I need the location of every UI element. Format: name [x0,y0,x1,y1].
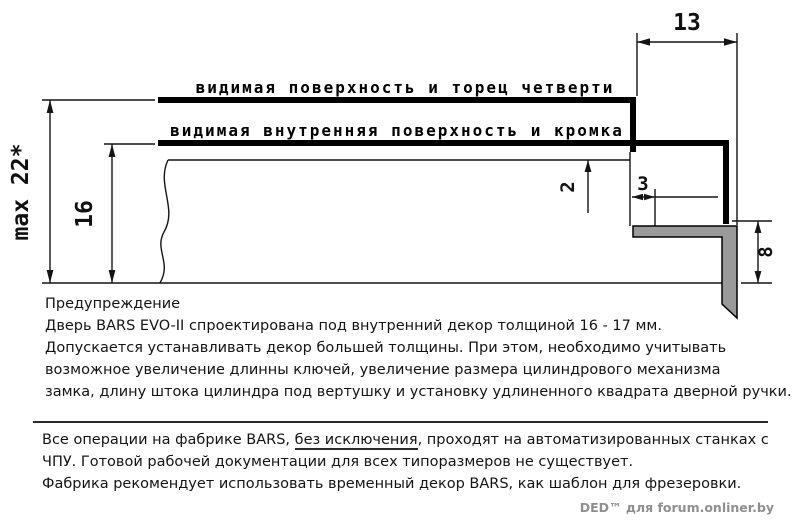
watermark-credit: DED™ для forum.onliner.by [579,500,774,515]
top-surface-line [158,97,636,152]
dim-13-group: 13 [636,10,738,225]
factory-note-underlined-phrase: без исключения [294,432,418,450]
dim-8-group: 8 [732,220,777,284]
dim-3-label: 3 [637,173,648,195]
dim-8-label: 8 [755,246,777,257]
inner-surface-line [158,140,729,224]
factory-note-line: Фабрика рекомендует использовать временн… [42,476,742,492]
factory-note-line: Все операции на фабрике BARS, без исключ… [42,429,769,451]
warning-line: Дверь BARS EVO-II спроектирована под вну… [45,318,662,334]
dim-3-group: 3 [632,173,718,227]
dim-max22-label: max 22* [8,144,34,241]
factory-note-line1-pre: Все операции на фабрике BARS, [42,432,295,448]
door-panel-outline [42,152,722,284]
decor-strip [632,225,738,320]
warning-block: Предупреждение Дверь BARS EVO-II спроект… [45,293,792,403]
dim-2-group: 2 [557,160,592,213]
top-surface-label: видимая поверхность и торец четверти [196,78,615,97]
dim-16-group: 16 [72,143,155,283]
dim-22-group: max 22* [8,99,155,283]
factory-note-block: Все операции на фабрике BARS, без исключ… [42,429,769,495]
warning-title: Предупреждение [45,296,181,312]
warning-line: возможное увеличение длинны ключей, увел… [45,362,721,378]
inner-surface-label: видимая внутренняя поверхность и кромка [170,121,624,140]
door-edge-technical-drawing: 13 видимая поверхность и торец четверти … [8,10,777,320]
dim-13-label: 13 [673,10,701,36]
factory-note-line1-post: , проходят на автоматизированных станках… [417,432,769,448]
factory-note-line: ЧПУ. Готовой рабочей документации для вс… [42,454,634,470]
warning-line: замка, длину штока цилиндра под вертушку… [45,384,792,400]
warning-line: Допускается устанавливать декор большей … [45,340,727,356]
dim-16-label: 16 [72,200,98,228]
dim-2-label: 2 [557,181,579,192]
divider-line [33,421,768,423]
